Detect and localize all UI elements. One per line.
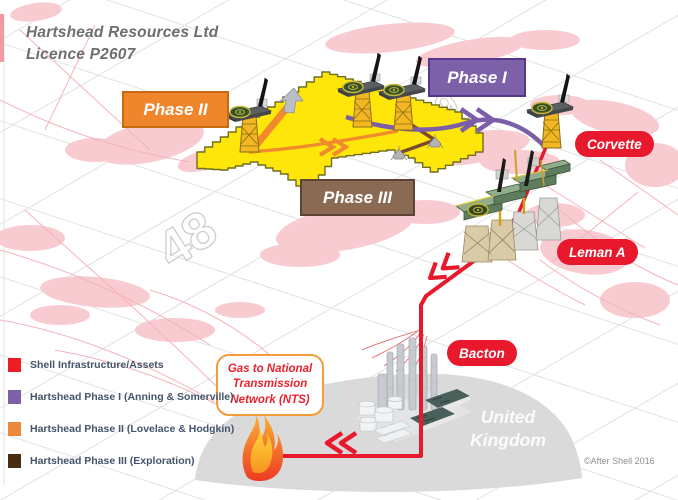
phase3-label: Phase III [323,187,392,207]
bacton-pill: Bacton [447,340,517,366]
legend-label: Hartshead Phase III (Exploration) [30,455,195,467]
uk-line1: United [480,407,536,427]
map-title: Hartshead Resources Ltd Licence P2607 [26,22,218,66]
phase1-swatch [8,390,21,404]
phase2-badge: Phase II [122,91,229,128]
credit-label: ©After Shell 2016 [584,456,655,466]
leman-a-pill: Leman A [557,239,638,265]
uk-line2: Kingdom [470,430,546,451]
title-line1: Hartshead Resources Ltd [26,24,219,41]
legend-label: Shell Infrastructure/Assets [30,359,164,371]
legend: Shell Infrastructure/Assets Hartshead Ph… [8,358,234,468]
orange-chevrons-icon [318,137,350,157]
phase3-badge: Phase III [300,179,415,216]
title-line2: Licence P2607 [26,46,136,63]
nts-line1: Gas to National [227,363,313,376]
legend-label: Hartshead Phase II (Lovelace & Hodgkin) [30,423,235,435]
red-chevrons-icon [324,431,358,455]
phase3-swatch [8,454,21,468]
legend-item-phase2: Hartshead Phase II (Lovelace & Hodgkin) [8,422,234,436]
corvette-label: Corvette [587,136,642,152]
united-kingdom-label: United Kingdom [448,406,568,452]
purple-chevrons-icon [459,107,497,133]
legend-item-phase1: Hartshead Phase I (Anning & Somerville) [8,390,234,404]
bacton-label: Bacton [459,345,505,361]
direction-arrow-icon [278,87,304,114]
phase1-pipeline [345,107,546,148]
corvette-pill: Corvette [575,131,654,157]
legend-label: Hartshead Phase I (Anning & Somerville) [30,391,234,403]
phase1-badge: Phase I [428,58,526,97]
licence-block-p2607 [196,71,484,193]
legend-item-shell: Shell Infrastructure/Assets [8,358,234,372]
nts-line3: Network (NTS) [230,393,310,406]
phase2-swatch [8,422,21,436]
red-chevrons-icon [427,252,460,281]
leman-a-label: Leman A [569,244,626,260]
phase1-label: Phase I [447,67,507,87]
legend-item-phase3: Hartshead Phase III (Exploration) [8,454,234,468]
shell-swatch [8,358,21,372]
bacton-terminal-icon [355,329,472,444]
nts-line2: Transmission [232,378,308,391]
flame-icon [242,415,284,481]
leman-a-complex-icon [455,149,571,263]
nts-callout: Gas to National Transmission Network (NT… [216,354,324,416]
quadrant-48-label: 48 [147,200,227,280]
phase2-label: Phase II [143,99,208,119]
